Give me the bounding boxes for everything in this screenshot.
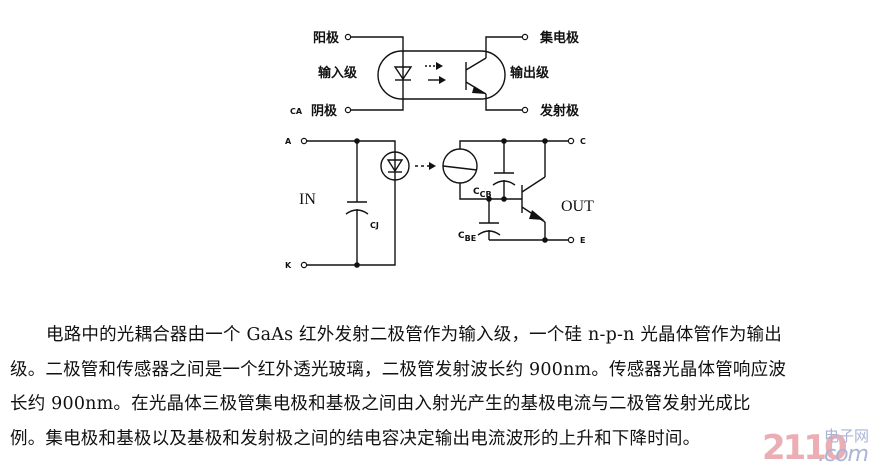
watermark-number: 2110 — [762, 428, 848, 468]
cathode-wire — [351, 85, 404, 111]
cj-capacitor-icon — [345, 141, 369, 265]
emitter-terminal — [521, 106, 529, 114]
package-outline — [377, 50, 506, 100]
out-label: OUT — [561, 198, 594, 215]
collector-line — [459, 140, 568, 149]
terminal-a — [300, 137, 308, 145]
collector-label: 集电极 — [539, 30, 580, 46]
cbe-label: CBE — [458, 231, 476, 243]
paragraph-line: 例。集电极和基极以及基极和发射极之间的结电容决定输出电流波形的上升和下降时间。 — [10, 428, 701, 449]
terminal-c-label: C — [580, 137, 586, 146]
cj-label: CJ — [370, 221, 379, 230]
ccb-label: CCB — [473, 187, 492, 199]
junction-dot — [542, 237, 548, 243]
light-arrows-icon — [425, 62, 446, 84]
watermark-chinese: 电子网 — [824, 427, 870, 445]
anode-terminal — [344, 33, 352, 41]
paragraph-line: 级。二极管和传感器之间是一个红外透光玻璃，二极管发射波长约 900nm。传感器光… — [10, 359, 787, 380]
description-paragraph: 电路中的光耦合器由一个 GaAs 红外发射二极管作为输入级，一个硅 n-p-n … — [10, 318, 888, 456]
in-label: IN — [299, 191, 316, 208]
collector-terminal — [521, 33, 529, 41]
watermark-domain: .com — [818, 442, 869, 467]
paragraph-line: 电路中的光耦合器由一个 GaAs 红外发射二极管作为输入级，一个硅 n-p-n … — [46, 325, 782, 345]
terminal-c — [567, 137, 575, 145]
anode-label: 阳极 — [313, 30, 340, 46]
emitter-wire — [485, 94, 522, 111]
ccb-capacitor-icon — [492, 141, 516, 199]
collector-wire — [485, 36, 522, 58]
emitter-label: 发射极 — [539, 103, 580, 119]
cathode-line — [307, 180, 396, 266]
input-stage-label: 输入级 — [318, 65, 358, 81]
optocoupler-diagram: 阳极 输入级 CA 阴极 集电极 输出级 发射极 A K CJ IN — [285, 30, 594, 270]
npn-transistor-icon — [521, 141, 546, 240]
anode-wire — [351, 36, 404, 63]
equivalent-circuit: A K CJ IN — [285, 137, 594, 270]
paragraph-line: 长约 900nm。在光晶体三极管集电极和基极之间由入射光产生的基极电流与二极管发… — [10, 394, 751, 414]
current-source-icon — [442, 148, 478, 184]
light-arrow-icon — [415, 162, 436, 170]
terminal-k — [300, 261, 308, 269]
terminal-a-label: A — [285, 137, 292, 146]
cbe-capacitor-icon — [477, 199, 568, 241]
cathode-prefix-label: CA — [290, 107, 303, 116]
terminal-k-label: K — [285, 261, 292, 270]
terminal-e-label: E — [580, 236, 585, 245]
led-icon — [393, 63, 413, 85]
terminal-e — [567, 236, 575, 244]
cathode-terminal — [344, 106, 352, 114]
output-stage-label: 输出级 — [510, 65, 550, 81]
anode-line — [307, 140, 396, 152]
cathode-label: 阴极 — [311, 103, 338, 119]
led-circle-icon — [380, 151, 410, 181]
watermark-logo: 2110 电子网 .com — [762, 428, 888, 469]
optocoupler-package: 阳极 输入级 CA 阴极 集电极 输出级 发射极 — [290, 30, 580, 119]
phototransistor-icon — [465, 57, 487, 95]
